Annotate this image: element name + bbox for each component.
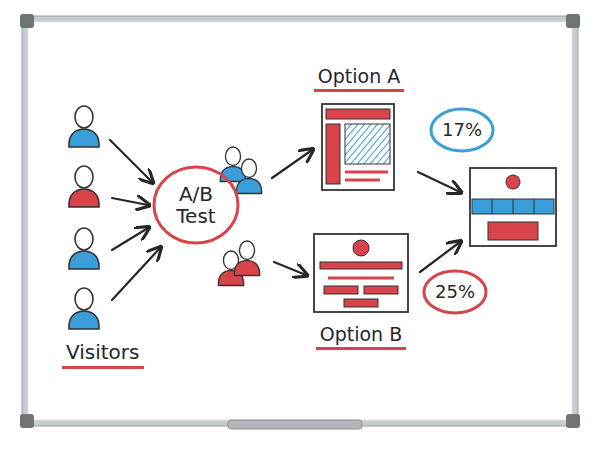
circled-label: A/B Test: [170, 183, 222, 227]
arrow: [420, 242, 460, 272]
arrow: [418, 172, 460, 192]
group-label-text: Visitors: [62, 340, 144, 369]
arrow: [272, 150, 312, 178]
page-block: [324, 286, 358, 294]
page-content: [345, 124, 390, 164]
arrow: [112, 248, 160, 300]
page-sidebar: [326, 124, 340, 184]
page-line: [328, 277, 394, 280]
group-figure: [234, 241, 259, 275]
circle-outline: [431, 109, 493, 151]
page-band: [320, 262, 402, 269]
page-outline: [314, 234, 408, 312]
arrow: [112, 228, 148, 250]
arrow: [274, 262, 306, 275]
visitor-figure: [69, 228, 99, 269]
page-logo: [353, 240, 369, 256]
page-option-node: Option B: [302, 232, 420, 350]
arrow: [112, 198, 148, 205]
board-surface: [28, 22, 572, 420]
group-label: Visitors: [62, 340, 144, 369]
page-mockup-a: [322, 104, 394, 190]
page-option-node: Option A: [300, 66, 418, 196]
winning-page-mockup: [470, 168, 556, 246]
visitor-figure: [69, 288, 99, 329]
circled-label: 17%: [442, 120, 482, 140]
page-line: [345, 179, 380, 182]
arrow: [110, 140, 152, 182]
frame-corner: [20, 14, 34, 28]
page-header: [326, 109, 390, 119]
circle-outline: [424, 271, 486, 313]
option-title-text: Option A: [314, 66, 404, 92]
circled-text-node: 17%: [429, 107, 495, 153]
page-line: [345, 171, 388, 174]
circled-text-node: 25%: [422, 269, 488, 315]
option-title: Option B: [302, 324, 420, 350]
page-outline: [322, 104, 394, 190]
page-mockup-b: [314, 234, 408, 312]
option-title: Option A: [300, 66, 418, 92]
frame-corner: [20, 414, 34, 428]
board-frame: [22, 16, 578, 426]
frame-corner: [566, 14, 580, 28]
visitor-figure: [69, 166, 99, 207]
circle-outline: [154, 167, 238, 243]
circled-text-node: A/B Test: [152, 165, 240, 245]
page-block: [344, 299, 378, 307]
frame-corner: [566, 414, 580, 428]
page-block: [364, 286, 398, 294]
marker-tray: [228, 420, 362, 429]
group-figure: [236, 159, 261, 193]
visitor-figure: [69, 106, 99, 147]
circled-label: 25%: [435, 282, 475, 302]
option-title-text: Option B: [316, 324, 407, 350]
